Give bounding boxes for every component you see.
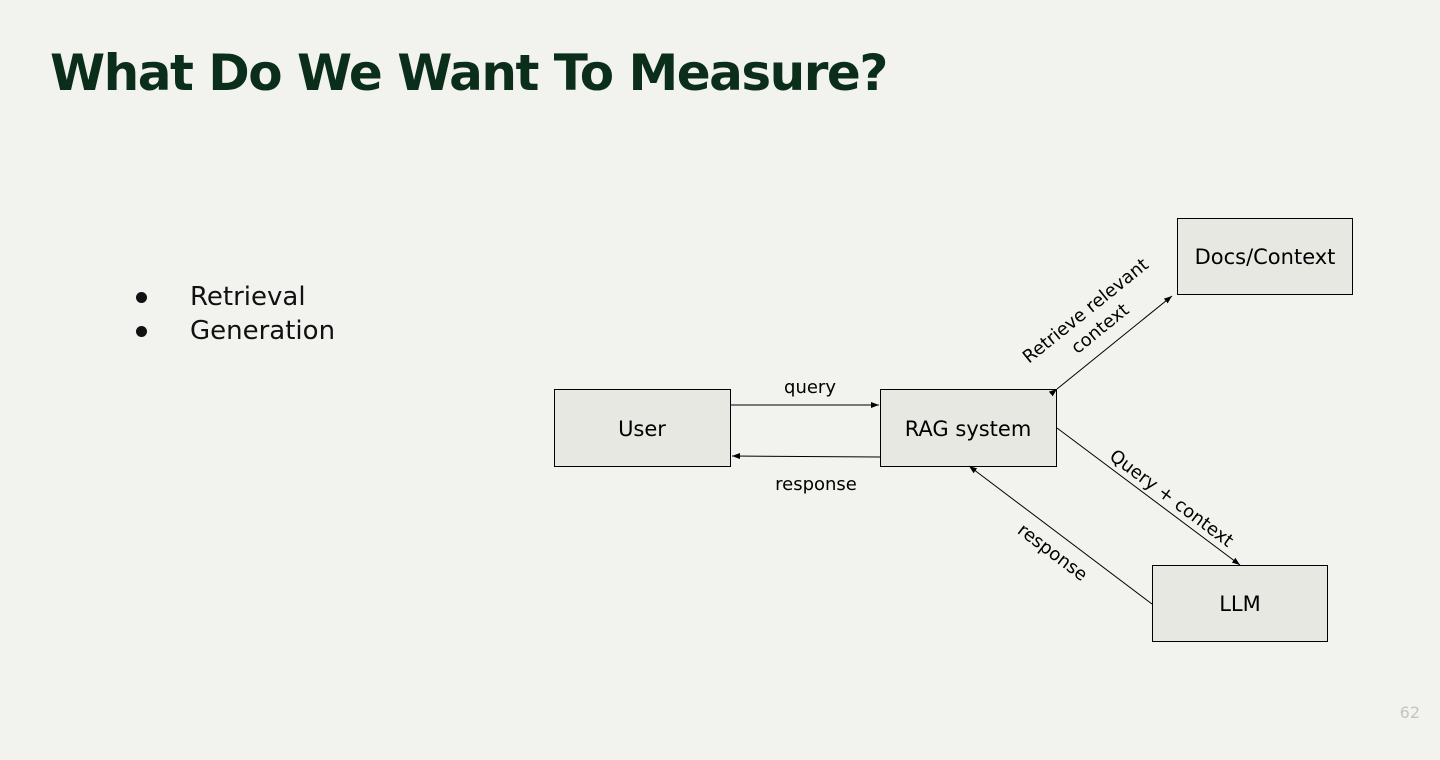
node-llm-label: LLM [1219, 592, 1261, 616]
bullet-text-generation: Generation [190, 316, 336, 346]
edge-response-llm-arrow [968, 465, 1153, 605]
slide-title: What Do We Want To Measure? [50, 44, 888, 102]
bullet-item: Retrieval [136, 280, 335, 314]
node-user-label: User [618, 417, 666, 441]
bullet-dot-icon [136, 325, 147, 337]
edge-query-context-arrow [1056, 427, 1241, 566]
bullet-text-retrieval: Retrieval [190, 282, 306, 312]
edge-retrieve-arrow [1048, 295, 1173, 397]
node-llm: LLM [1152, 565, 1328, 642]
bullet-item: Generation [136, 314, 335, 348]
edge-response-user-arrow [731, 453, 881, 460]
node-user: User [554, 389, 731, 467]
edge-query-label: query [784, 377, 836, 398]
node-docs-context: Docs/Context [1177, 218, 1353, 295]
bullet-list: Retrieval Generation [136, 280, 335, 348]
node-rag-system: RAG system [880, 389, 1057, 467]
edge-query-context-label: Query + context [1105, 446, 1237, 552]
bullet-dot-icon [136, 291, 147, 303]
node-docs-context-label: Docs/Context [1195, 245, 1336, 269]
page-number: 62 [1399, 703, 1420, 722]
node-rag-system-label: RAG system [905, 417, 1032, 441]
edge-response-llm-label: response [1013, 520, 1091, 586]
edge-response-user-label: response [775, 474, 857, 495]
edge-retrieve-label: Retrieve relevant context [1019, 254, 1153, 368]
